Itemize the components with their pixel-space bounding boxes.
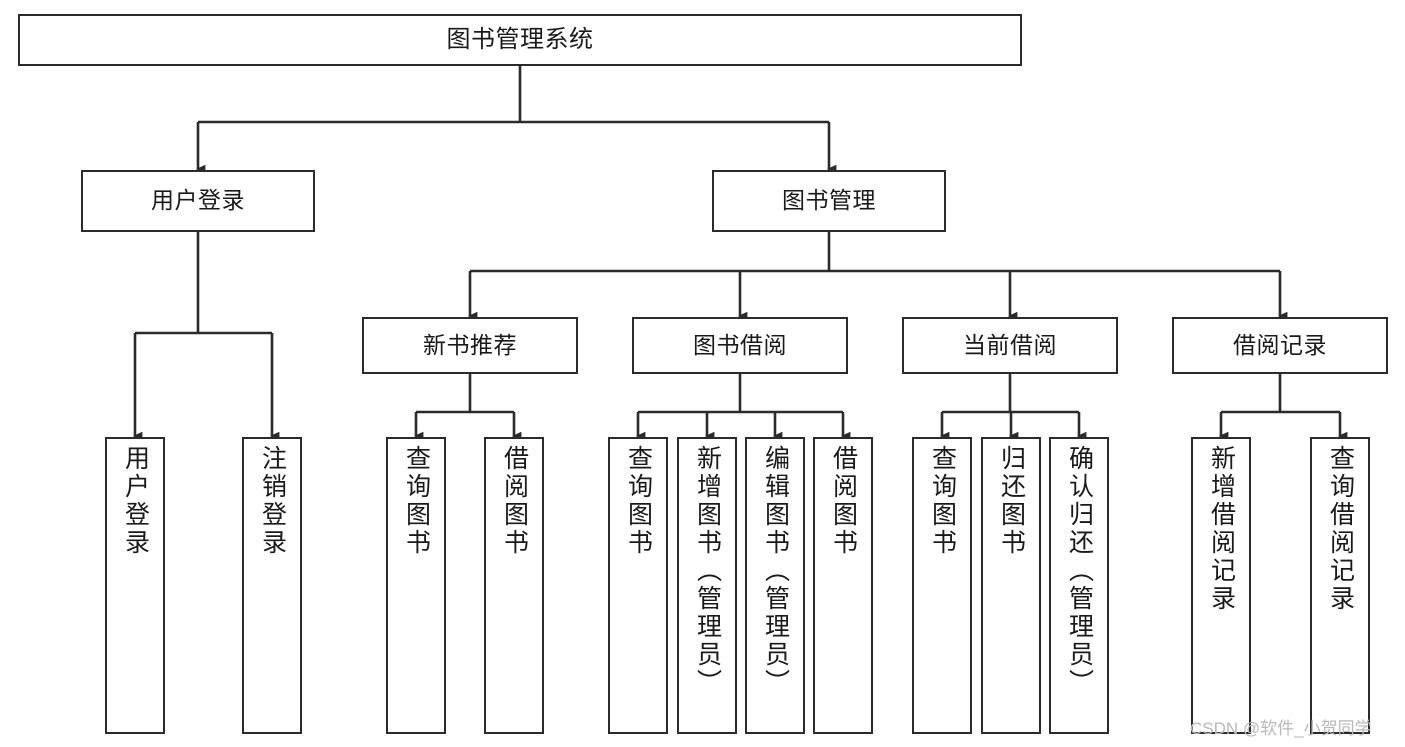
node-leaf_1[interactable]: 注销登录 — [242, 437, 302, 734]
node-label: 新书推荐 — [423, 331, 517, 358]
node-l3_0[interactable]: 新书推荐 — [362, 317, 578, 374]
node-leaf_8[interactable]: 查询图书 — [912, 437, 972, 734]
node-l3_3[interactable]: 借阅记录 — [1172, 317, 1388, 374]
node-label: 用户登录 — [151, 187, 245, 214]
node-leaf_9[interactable]: 归还图书 — [981, 437, 1041, 734]
node-label: 注销登录 — [258, 445, 287, 557]
node-l2_1[interactable]: 图书管理 — [712, 170, 946, 232]
node-label: 确认归还（管理员） — [1065, 445, 1094, 697]
node-label: 查询图书 — [928, 445, 957, 557]
node-l3_2[interactable]: 当前借阅 — [902, 317, 1118, 374]
node-leaf_2[interactable]: 查询图书 — [386, 437, 446, 734]
node-leaf_5[interactable]: 新增图书（管理员） — [677, 437, 737, 734]
node-leaf_0[interactable]: 用户登录 — [105, 437, 165, 734]
node-label: 用户登录 — [121, 445, 150, 557]
node-leaf_7[interactable]: 借阅图书 — [813, 437, 873, 734]
node-label: 查询图书 — [624, 445, 653, 557]
node-leaf_11[interactable]: 新增借阅记录 — [1191, 437, 1251, 734]
node-label: 查询图书 — [402, 445, 431, 557]
node-leaf_10[interactable]: 确认归还（管理员） — [1049, 437, 1109, 734]
node-root[interactable]: 图书管理系统 — [18, 14, 1022, 66]
node-leaf_12[interactable]: 查询借阅记录 — [1310, 437, 1370, 734]
node-label: 查询借阅记录 — [1326, 445, 1355, 613]
node-label: 借阅记录 — [1233, 331, 1327, 358]
node-label: 借阅图书 — [500, 445, 529, 557]
node-label: 图书管理系统 — [446, 25, 594, 53]
node-l3_1[interactable]: 图书借阅 — [632, 317, 848, 374]
node-label: 归还图书 — [997, 445, 1026, 557]
node-leaf_3[interactable]: 借阅图书 — [484, 437, 544, 734]
node-label: 当前借阅 — [963, 331, 1057, 358]
node-label: 图书管理 — [782, 187, 876, 214]
node-label: 编辑图书（管理员） — [761, 445, 790, 697]
node-label: 借阅图书 — [829, 445, 858, 557]
node-leaf_4[interactable]: 查询图书 — [608, 437, 668, 734]
node-l2_0[interactable]: 用户登录 — [81, 170, 315, 232]
node-label: 新增借阅记录 — [1207, 445, 1236, 613]
node-label: 图书借阅 — [693, 331, 787, 358]
node-leaf_6[interactable]: 编辑图书（管理员） — [745, 437, 805, 734]
node-label: 新增图书（管理员） — [693, 445, 722, 697]
